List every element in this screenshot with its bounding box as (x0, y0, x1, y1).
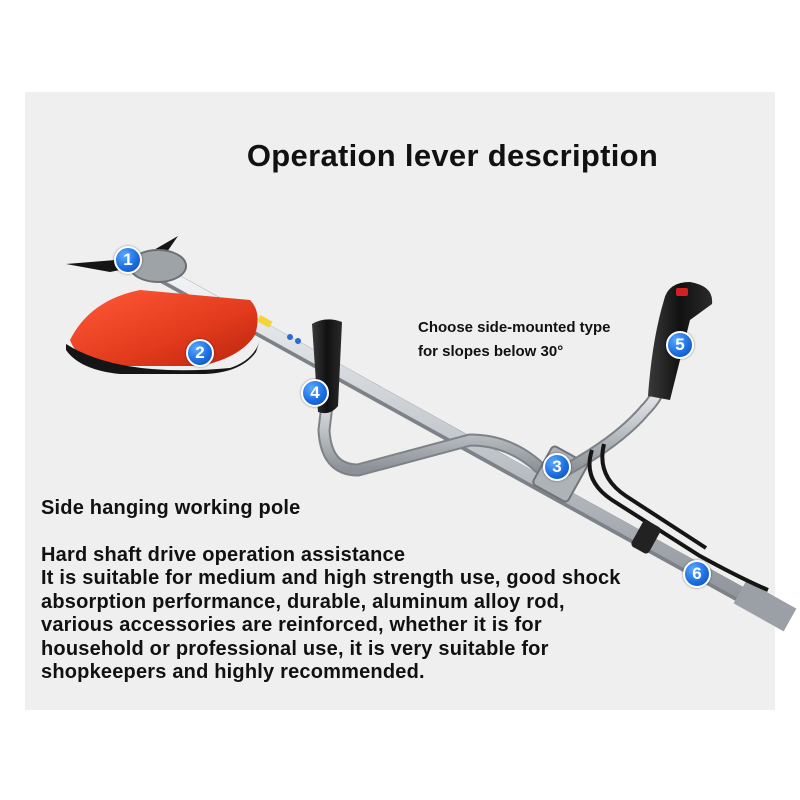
description-line: It is suitable for medium and high stren… (41, 567, 621, 590)
callout-badge-6: 6 (683, 560, 711, 588)
page-title: Operation lever description (246, 138, 659, 173)
description-line: shopkeepers and highly recommended. (41, 661, 425, 684)
description-line: Hard shaft drive operation assistance (41, 544, 406, 566)
throttle-cable (587, 449, 769, 592)
callout-badge-4: 4 (301, 379, 329, 407)
rear-handle-bar (559, 371, 669, 477)
description-line: various accessories are reinforced, whet… (41, 614, 542, 637)
product-description: Hard shaft drive operation assistance It… (41, 544, 621, 684)
description-line: household or professional use, it is ver… (41, 637, 549, 660)
callout-badge-3: 3 (543, 453, 571, 481)
slope-note-line: for slopes below 30° (418, 343, 564, 360)
slope-note: Choose side-mounted type for slopes belo… (418, 316, 611, 364)
callout-badge-2: 2 (186, 339, 214, 367)
callout-badge-5: 5 (666, 331, 694, 359)
callout-badge-1: 1 (114, 246, 142, 274)
blade-guard (70, 290, 258, 366)
description-line: absorption performance, durable, aluminu… (41, 590, 565, 613)
side-pole-label: Side hanging working pole (41, 497, 301, 519)
slope-note-line: Choose side-mounted type (418, 319, 611, 336)
